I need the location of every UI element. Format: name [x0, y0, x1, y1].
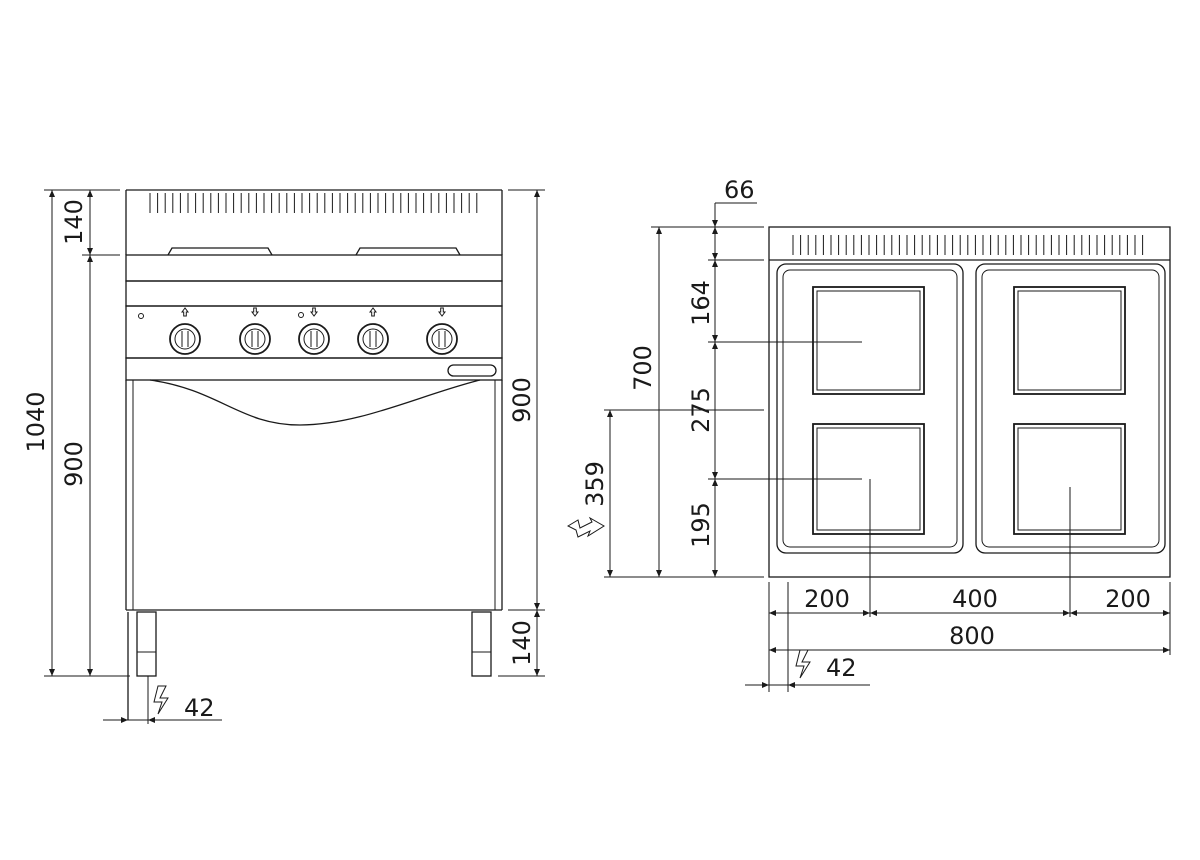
knob: [169, 307, 201, 355]
dim-top-depth: 700: [629, 345, 657, 391]
control-knobs: [169, 307, 458, 355]
front-vents: [149, 193, 478, 213]
dim-top-total-width: 800: [949, 622, 995, 650]
knob: [298, 307, 330, 355]
dim-top-axis-width: 400: [952, 585, 998, 613]
hotplate-rear-right: [1013, 286, 1126, 395]
oven-handle: [447, 364, 497, 377]
indicator-light-icon: [138, 313, 144, 319]
dim-top-inlet-offset: 42: [826, 654, 857, 682]
dim-top-backsplash: 66: [724, 176, 755, 204]
top-vents: [792, 235, 1144, 255]
lightning-arrow-icon: [566, 516, 605, 538]
front-cooktop: [125, 254, 503, 282]
dim-top-right-offset: 200: [1105, 585, 1151, 613]
dim-front-leg-height: 140: [508, 620, 536, 666]
hotplate-rear-left: [812, 286, 925, 395]
dim-top-rear-axis: 164: [687, 280, 715, 326]
front-dimensions: 140 1040 900 900 140 42: [22, 189, 545, 724]
dim-top-left-offset: 200: [804, 585, 850, 613]
lightning-arrow-icon: [153, 685, 169, 715]
top-view: 66 700 164 275 195 359 200 400 200 800 4…: [566, 176, 1171, 692]
dim-front-total-height: 1040: [22, 391, 50, 452]
dim-front-inlet-offset: 42: [184, 694, 215, 722]
dim-top-axis-spacing: 275: [687, 387, 715, 433]
knob: [357, 307, 389, 355]
top-dimensions: 66 700 164 275 195 359 200 400 200 800 4…: [566, 176, 1171, 692]
dim-front-body-height-left: 900: [60, 441, 88, 487]
front-control-panel: [125, 280, 503, 359]
indicator-light-icon: [298, 312, 304, 318]
arrow-indicator-icon: [251, 307, 259, 317]
dim-front-backsplash: 140: [60, 199, 88, 245]
arrow-indicator-icon: [369, 307, 377, 317]
knob: [426, 307, 458, 355]
dim-front-body-height-right: 900: [508, 377, 536, 423]
arrow-indicator-icon: [438, 307, 446, 317]
arrow-indicator-icon: [181, 307, 189, 317]
front-legs: [127, 611, 492, 720]
arrow-indicator-icon: [310, 307, 318, 317]
lightning-arrow-icon: [795, 649, 811, 679]
front-backsplash: [125, 189, 503, 256]
dim-top-front-axis: 195: [687, 502, 715, 548]
top-outline: [768, 226, 1171, 578]
front-oven-door: [125, 357, 503, 611]
front-view: 140 1040 900 900 140 42: [22, 189, 545, 724]
dim-top-inlet-depth: 359: [581, 461, 609, 507]
knob: [239, 307, 271, 355]
